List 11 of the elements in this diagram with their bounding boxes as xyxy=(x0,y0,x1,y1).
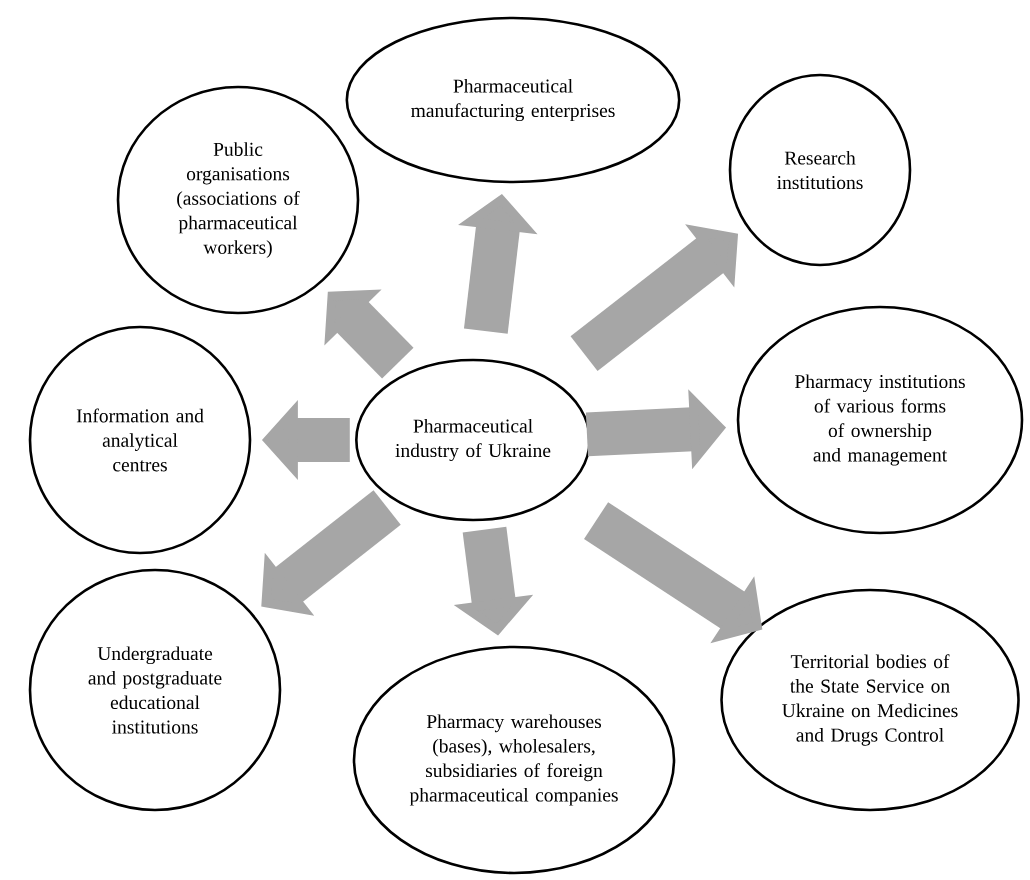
ellipse-node: Pharmacy warehouses (bases), wholesalers, subsidiaries of foreign pharmaceutical companies xyxy=(352,645,676,875)
ellipse-node: Undergraduate and postgraduate educational institutions xyxy=(28,568,282,812)
block-arrow xyxy=(324,289,414,379)
ellipse-node: Pharmaceutical manufacturing enterprises xyxy=(345,16,681,184)
ellipse-node: Public organisations (associations of pharmaceutical workers) xyxy=(116,85,360,315)
ellipse-node: Pharmaceutical industry of Ukraine xyxy=(355,358,591,522)
block-arrow xyxy=(261,490,401,616)
ellipse-node: Research institutions xyxy=(728,73,912,267)
ellipse-node: Territorial bodies of the State Service on Ukraine on Medicines and Drugs Control xyxy=(720,588,1020,812)
ellipse-node: Information and analytical centres xyxy=(28,325,252,555)
ellipse-node: Pharmacy institutions of various forms of ownership and management xyxy=(736,305,1024,535)
